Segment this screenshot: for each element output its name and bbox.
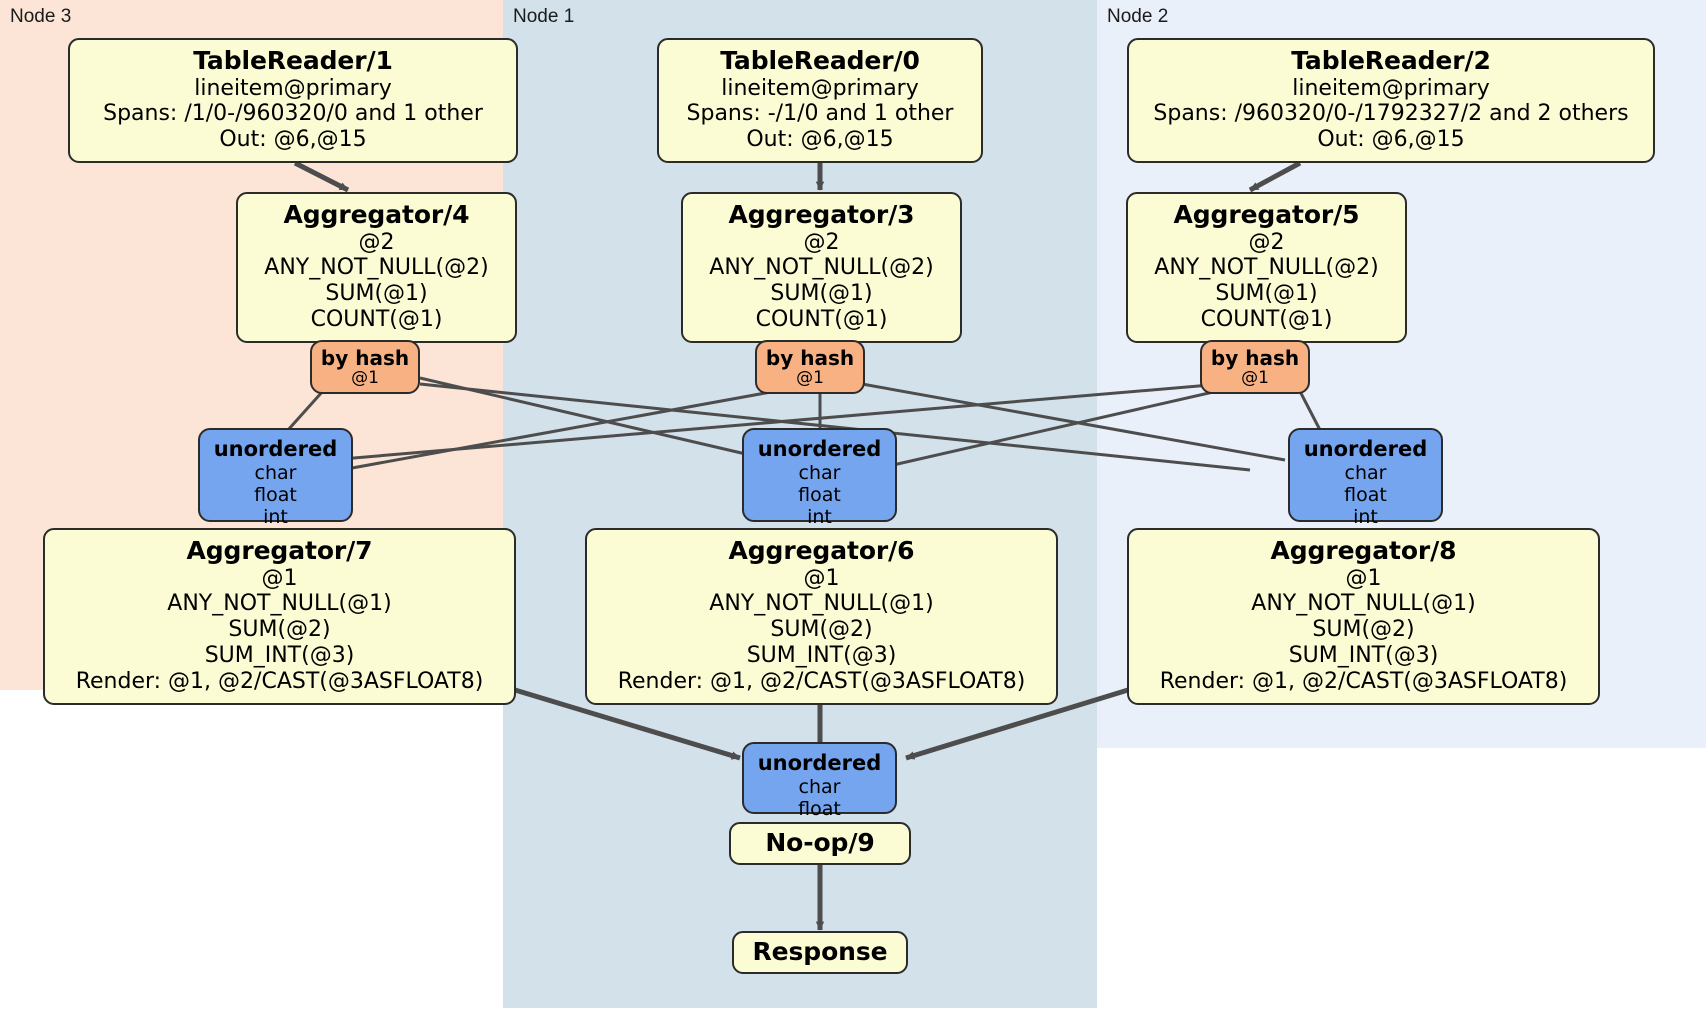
processor-line: Out: @6,@15 bbox=[746, 127, 894, 153]
processor-line: lineitem@primary bbox=[721, 75, 919, 101]
processor-line: SUM(@2) bbox=[1312, 617, 1415, 643]
router-unordered-mid[interactable]: unordered char float int bbox=[742, 428, 897, 528]
processor-line: lineitem@primary bbox=[1292, 75, 1490, 101]
processor-line: ANY_NOT_NULL(@1) bbox=[167, 591, 392, 617]
router-unordered-final[interactable]: unordered char float bbox=[742, 742, 897, 820]
processor-line: @2 bbox=[358, 229, 395, 255]
router-title: by hash bbox=[1210, 346, 1300, 370]
processor-line: SUM(@1) bbox=[1215, 281, 1318, 307]
processor-aggregator7[interactable]: Aggregator/7 @1 ANY_NOT_NULL(@1) SUM(@2)… bbox=[43, 528, 516, 706]
processor-aggregator5[interactable]: Aggregator/5 @2 ANY_NOT_NULL(@2) SUM(@1)… bbox=[1126, 192, 1407, 344]
processor-line: ANY_NOT_NULL(@2) bbox=[1154, 255, 1379, 281]
processor-title: TableReader/2 bbox=[1291, 46, 1491, 75]
processor-line: COUNT(@1) bbox=[755, 307, 888, 333]
processor-title: No-op/9 bbox=[765, 828, 875, 857]
processor-line: SUM(@2) bbox=[770, 617, 873, 643]
processor-title: Aggregator/4 bbox=[283, 200, 470, 229]
processor-tablereader1[interactable]: TableReader/1 lineitem@primary Spans: /1… bbox=[68, 38, 518, 164]
processor-response[interactable]: Response bbox=[732, 931, 908, 974]
processor-aggregator4[interactable]: Aggregator/4 @2 ANY_NOT_NULL(@2) SUM(@1)… bbox=[236, 192, 517, 344]
processor-line: @2 bbox=[803, 229, 840, 255]
processor-line: ANY_NOT_NULL(@2) bbox=[709, 255, 934, 281]
router-by-hash-left[interactable]: by hash @1 bbox=[310, 340, 420, 394]
processor-line: Out: @6,@15 bbox=[219, 127, 367, 153]
router-title: by hash bbox=[765, 346, 855, 370]
processor-aggregator8[interactable]: Aggregator/8 @1 ANY_NOT_NULL(@1) SUM(@2)… bbox=[1127, 528, 1600, 706]
router-by-hash-right[interactable]: by hash @1 bbox=[1200, 340, 1310, 394]
router-by-hash-mid[interactable]: by hash @1 bbox=[755, 340, 865, 394]
router-line: char bbox=[798, 775, 841, 798]
processor-title: Aggregator/6 bbox=[728, 536, 915, 565]
router-line: float bbox=[798, 797, 841, 820]
processor-line: @1 bbox=[803, 565, 840, 591]
router-title: unordered bbox=[1303, 437, 1428, 461]
processor-aggregator6[interactable]: Aggregator/6 @1 ANY_NOT_NULL(@1) SUM(@2)… bbox=[585, 528, 1058, 706]
router-unordered-right[interactable]: unordered char float int bbox=[1288, 428, 1443, 528]
processor-line: Spans: /960320/0-/1792327/2 and 2 others bbox=[1153, 101, 1629, 127]
processor-aggregator3[interactable]: Aggregator/3 @2 ANY_NOT_NULL(@2) SUM(@1)… bbox=[681, 192, 962, 344]
processor-title: Aggregator/8 bbox=[1270, 536, 1457, 565]
panel-node-1-label: Node 1 bbox=[513, 6, 575, 27]
router-line: float bbox=[1344, 483, 1387, 506]
processor-line: Render: @1, @2/CAST(@3ASFLOAT8) bbox=[1159, 669, 1568, 695]
router-line: int bbox=[263, 506, 288, 528]
processor-line: Render: @1, @2/CAST(@3ASFLOAT8) bbox=[617, 669, 1026, 695]
router-title: unordered bbox=[213, 437, 338, 461]
processor-line: SUM(@1) bbox=[770, 281, 873, 307]
processor-line: @1 bbox=[1345, 565, 1382, 591]
processor-line: COUNT(@1) bbox=[1200, 307, 1333, 333]
router-line: @1 bbox=[1241, 368, 1269, 389]
router-unordered-left[interactable]: unordered char float int bbox=[198, 428, 353, 528]
router-line: float bbox=[254, 483, 297, 506]
router-line: @1 bbox=[796, 368, 824, 389]
processor-line: lineitem@primary bbox=[194, 75, 392, 101]
processor-line: ANY_NOT_NULL(@1) bbox=[709, 591, 934, 617]
processor-line: ANY_NOT_NULL(@2) bbox=[264, 255, 489, 281]
processor-title: Response bbox=[752, 937, 888, 966]
processor-line: Out: @6,@15 bbox=[1317, 127, 1465, 153]
router-line: float bbox=[798, 483, 841, 506]
processor-line: Render: @1, @2/CAST(@3ASFLOAT8) bbox=[75, 669, 484, 695]
processor-title: Aggregator/5 bbox=[1173, 200, 1360, 229]
router-line: char bbox=[798, 461, 841, 484]
processor-line: SUM_INT(@3) bbox=[746, 643, 897, 669]
panel-node-3-label: Node 3 bbox=[10, 6, 72, 27]
panel-node-2-label: Node 2 bbox=[1107, 6, 1169, 27]
processor-line: SUM(@1) bbox=[325, 281, 428, 307]
processor-line: @1 bbox=[261, 565, 298, 591]
processor-line: Spans: -/1/0 and 1 other bbox=[686, 101, 954, 127]
processor-line: Spans: /1/0-/960320/0 and 1 other bbox=[103, 101, 483, 127]
router-line: char bbox=[254, 461, 297, 484]
processor-noop9[interactable]: No-op/9 bbox=[729, 822, 911, 865]
processor-title: TableReader/1 bbox=[193, 46, 393, 75]
processor-tablereader0[interactable]: TableReader/0 lineitem@primary Spans: -/… bbox=[657, 38, 983, 164]
processor-line: ANY_NOT_NULL(@1) bbox=[1251, 591, 1476, 617]
router-line: @1 bbox=[351, 368, 379, 389]
processor-line: COUNT(@1) bbox=[310, 307, 443, 333]
processor-line: SUM(@2) bbox=[228, 617, 331, 643]
router-line: char bbox=[1344, 461, 1387, 484]
router-line: int bbox=[1353, 506, 1378, 528]
processor-line: @2 bbox=[1248, 229, 1285, 255]
processor-title: Aggregator/3 bbox=[728, 200, 915, 229]
router-title: unordered bbox=[757, 751, 882, 775]
processor-line: SUM_INT(@3) bbox=[1288, 643, 1439, 669]
processor-title: TableReader/0 bbox=[720, 46, 920, 75]
processor-title: Aggregator/7 bbox=[186, 536, 373, 565]
router-title: by hash bbox=[320, 346, 410, 370]
router-line: int bbox=[807, 506, 832, 528]
processor-tablereader2[interactable]: TableReader/2 lineitem@primary Spans: /9… bbox=[1127, 38, 1655, 164]
router-title: unordered bbox=[757, 437, 882, 461]
processor-line: SUM_INT(@3) bbox=[204, 643, 355, 669]
